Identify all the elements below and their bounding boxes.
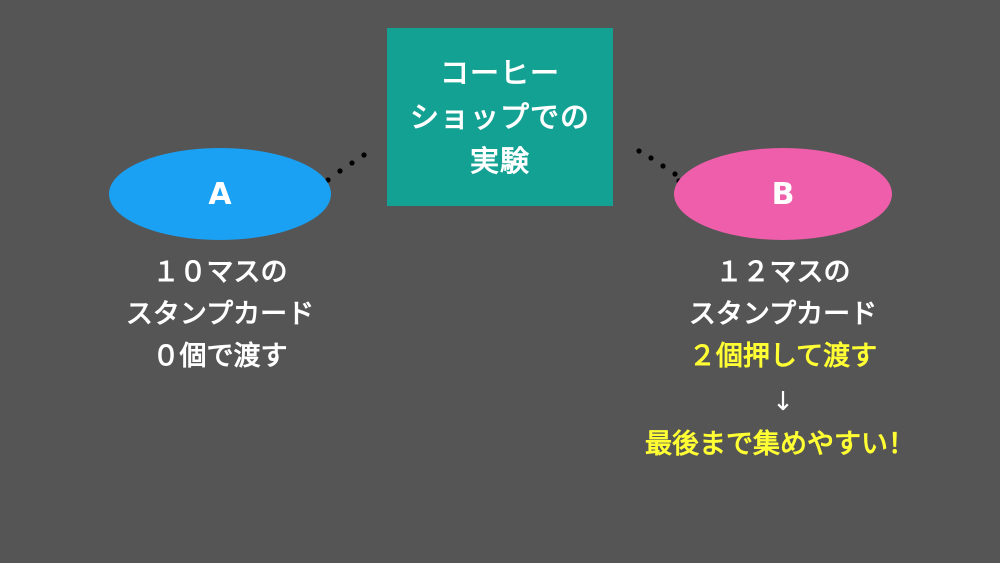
group-b-line2: スタンプカード [688, 299, 878, 330]
connector-dot-left [361, 152, 367, 158]
group-a-line2: スタンプカード [125, 299, 315, 330]
group-a-line3: ０個で渡す [152, 341, 288, 372]
group-b-description: １２マスの スタンプカード ２個押して渡す [623, 252, 943, 378]
group-a-line1: １０マスの [152, 257, 288, 288]
group-a-description: １０マスの スタンプカード ０個で渡す [60, 252, 380, 378]
group-a-ellipse: A [109, 148, 331, 240]
group-a-label: A [208, 176, 232, 212]
group-b-ellipse: B [674, 148, 892, 240]
connector-dot-right [660, 163, 666, 169]
group-b-label: B [771, 176, 795, 212]
connector-dot-left [349, 160, 355, 166]
conclusion-text: 最後まで集めやすい！ [645, 429, 915, 460]
down-arrow-icon: ↓ [772, 387, 794, 417]
experiment-title: コーヒー ショップでの 実験 [409, 56, 590, 178]
connector-dot-right [672, 171, 678, 177]
connector-dot-right [648, 155, 654, 161]
group-b-line3: ２個押して渡す [688, 341, 878, 372]
connector-dot-left [337, 168, 343, 174]
group-b-line1: １２マスの [715, 257, 851, 288]
connector-dot-right [636, 148, 642, 154]
experiment-title-box: コーヒー ショップでの 実験 [387, 28, 613, 206]
